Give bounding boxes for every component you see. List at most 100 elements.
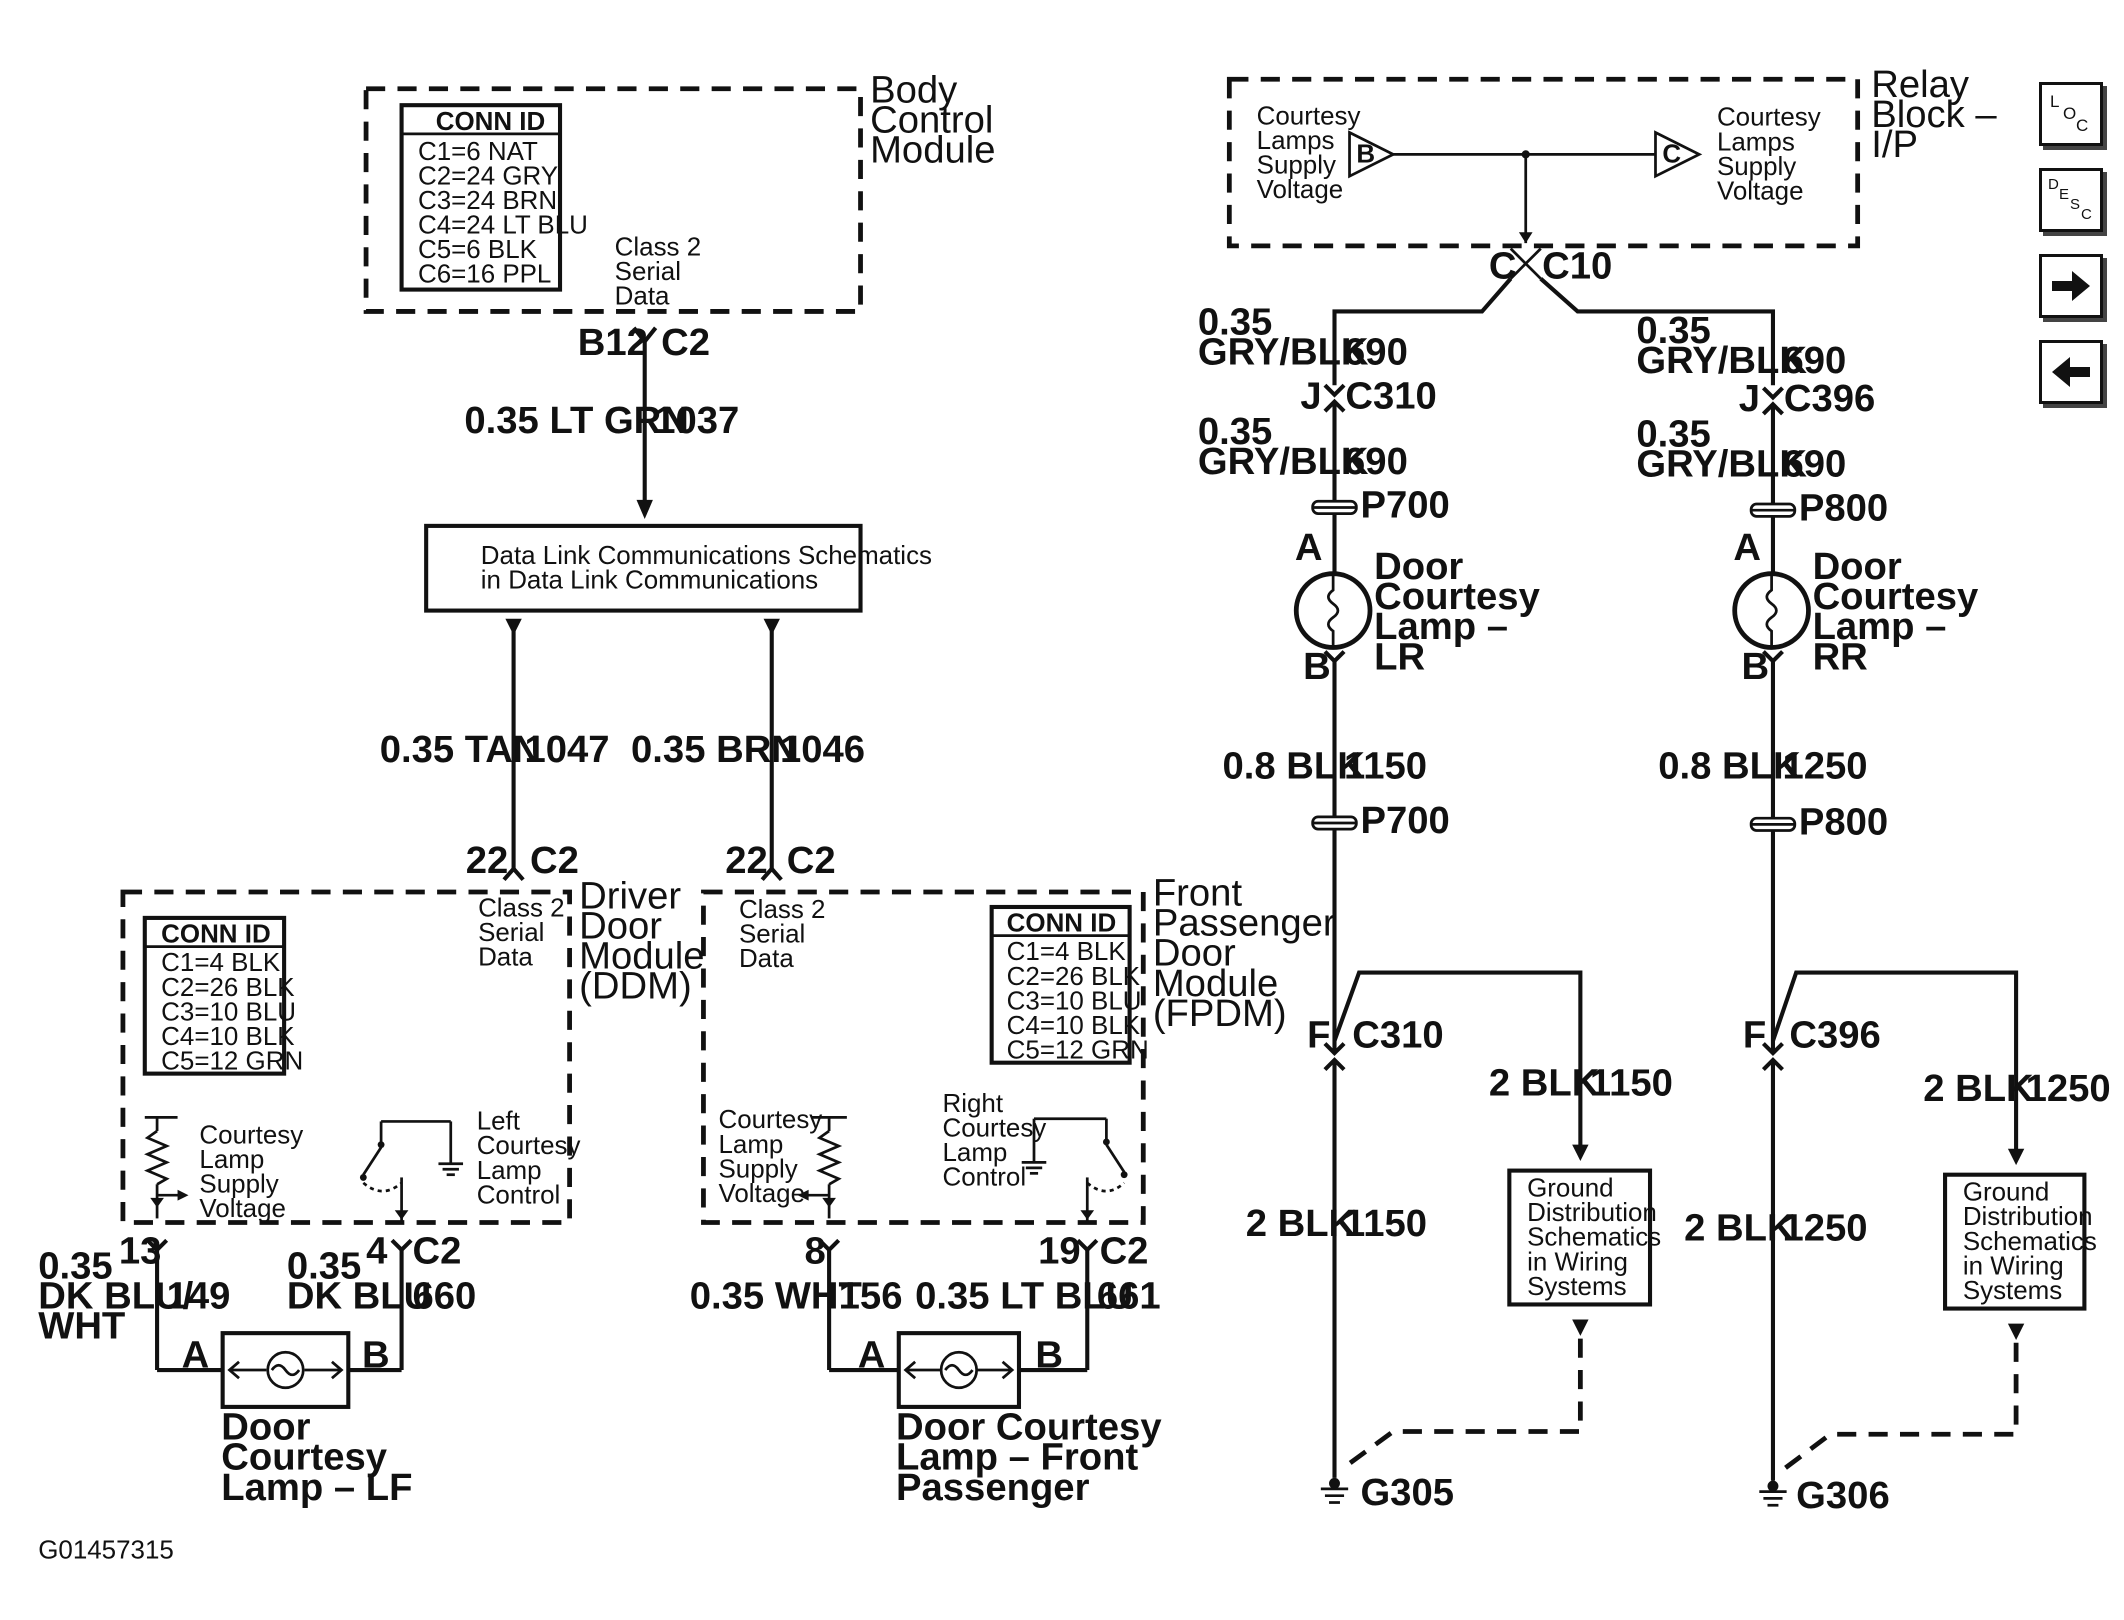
rr-f-conn: C396 xyxy=(1789,1014,1880,1057)
lr-gd-text: Schematics xyxy=(1527,1224,1661,1252)
fpdm-control-label: Courtesy xyxy=(942,1114,1046,1142)
fpdm-supply-label: Voltage xyxy=(718,1180,805,1208)
desc-letter: D xyxy=(2048,176,2059,193)
lf-lamp-name: Courtesy xyxy=(221,1436,387,1479)
rr-w2-gauge: 0.35 xyxy=(1636,413,1710,456)
ddm-supply-label: Courtesy xyxy=(199,1121,303,1149)
fpdm-conn-id: C1=4 BLK xyxy=(1007,938,1127,966)
lr-w1-gauge: GRY/BLK xyxy=(1198,331,1369,374)
ddm-supply-resistor-icon xyxy=(144,1115,189,1219)
bcm-serial-label: Data xyxy=(615,283,670,311)
bcm-conn-id: C1=6 NAT xyxy=(418,138,538,166)
fp-lamp-pin-a: A xyxy=(858,1333,886,1376)
wire-149-circuit: 149 xyxy=(167,1275,231,1318)
data-link-box: Data Link Communications Schematics in D… xyxy=(424,523,932,613)
relay-left-label: Courtesy xyxy=(1257,102,1361,130)
wire-661-circuit: 661 xyxy=(1097,1275,1161,1318)
rr-w4-gauge: 2 BLK xyxy=(1684,1206,1795,1249)
lr-lamp-icon xyxy=(1293,571,1373,650)
rr-lamp-icon xyxy=(1732,571,1811,650)
rr-gd-text: Systems xyxy=(1963,1277,2062,1305)
relay-right-label: Voltage xyxy=(1717,177,1804,205)
lr-w1-circuit: 690 xyxy=(1344,331,1408,374)
rr-w2-gauge: GRY/BLK xyxy=(1636,443,1807,486)
body-control-module: Body Control Module CONN ID C1=6 NAT C2=… xyxy=(363,68,995,314)
wire-660-gauge: 0.35 xyxy=(287,1245,361,1288)
bcm-serial-label: Class 2 xyxy=(615,233,702,261)
wire-660-circuit: 660 xyxy=(413,1275,477,1318)
ddm-serial-label: Class 2 xyxy=(478,895,565,923)
loc-letter: L xyxy=(2050,92,2059,111)
fpdm-name: Front xyxy=(1153,872,1243,915)
ddm-name: Door xyxy=(579,904,662,947)
lr-w4-circuit: 1150 xyxy=(1344,1202,1427,1245)
lr-w2-gauge: GRY/BLK xyxy=(1198,440,1369,483)
rr-branch-gauge: 2 BLK xyxy=(1923,1067,2034,1110)
lr-w3-gauge: 0.8 BLK xyxy=(1222,745,1365,788)
rr-c-pin: J xyxy=(1739,377,1760,420)
wire-149-gauge: 0.35 xyxy=(38,1245,112,1288)
fpdm-serial-conn: C2 xyxy=(787,839,836,882)
fpdm-name: Passenger xyxy=(1153,902,1336,945)
wire-1047-circuit: 1047 xyxy=(525,728,610,771)
wire-156-gauge: 0.35 WHT xyxy=(690,1275,862,1318)
fpdm-serial-label: Data xyxy=(739,945,794,973)
fpdm-name: Module xyxy=(1153,962,1278,1005)
rr-splice-p800-icon xyxy=(1749,502,1797,518)
relay-left-label: Lamps xyxy=(1257,127,1335,155)
lf-lamp-circuit: 13 4 C2 0.35 DK BLU/ WHT 149 0.35 DK BLU… xyxy=(38,1229,476,1508)
ddm-control-label: Courtesy xyxy=(477,1132,581,1160)
rr-w3-gauge: 0.8 BLK xyxy=(1658,745,1801,788)
wire-156-circuit: 156 xyxy=(839,1275,903,1318)
rr-w4-circuit: 1250 xyxy=(1783,1206,1868,1249)
ddm-serial-pin: 22 xyxy=(466,839,509,882)
ddm-conn: C2 xyxy=(413,1229,462,1272)
ddm-supply-label: Supply xyxy=(199,1170,278,1198)
ddm-serial-label: Serial xyxy=(478,919,544,947)
bcm-conn-id: C6=16 PPL xyxy=(418,261,551,289)
loc-button[interactable]: L O C xyxy=(2039,82,2103,146)
fp-lamp-circuit: 8 19 C2 0.35 WHT 156 0.35 LT BLU 661 A B… xyxy=(690,1229,1163,1508)
fpdm-conn-id-title: CONN ID xyxy=(1007,910,1117,938)
ddm-serial-label: Data xyxy=(478,944,533,972)
rr-w1-gauge: 0.35 xyxy=(1636,309,1710,352)
ddm-conn-id-title: CONN ID xyxy=(161,920,271,948)
bcm-name-1: Body xyxy=(870,68,958,111)
next-button[interactable] xyxy=(2039,254,2103,318)
ddm-supply-label: Lamp xyxy=(199,1146,264,1174)
front-passenger-door-module: Front Passenger Door Module (FPDM) Class… xyxy=(701,872,1336,1225)
wire-1046-circuit: 1046 xyxy=(780,728,865,771)
relay-right-label: Courtesy xyxy=(1717,104,1821,132)
lr-branch-circuit: 1150 xyxy=(1590,1061,1673,1104)
right-arrow-icon xyxy=(2052,271,2090,301)
ddm-conn-id: C1=4 BLK xyxy=(161,949,281,977)
lr-lamp-name: Courtesy xyxy=(1374,575,1540,618)
lr-lamp-name: LR xyxy=(1374,635,1425,678)
wire-1037-gauge: 0.35 LT GRN xyxy=(464,399,688,442)
ground-icon xyxy=(1320,1477,1349,1504)
back-button[interactable] xyxy=(2039,340,2103,404)
ddm-pin-right: 4 xyxy=(366,1229,388,1272)
driver-door-module: Driver Door Module (DDM) Class 2 Serial … xyxy=(120,874,705,1225)
fpdm-supply-resistor-icon xyxy=(797,1115,847,1219)
fp-lamp-name: Lamp – Front xyxy=(896,1436,1138,1479)
ddm-pin-left: 13 xyxy=(119,1229,162,1272)
ddm-name: (DDM) xyxy=(579,964,692,1007)
ddm-control-label: Left xyxy=(477,1108,521,1136)
fpdm-conn-id: C4=10 BLK xyxy=(1007,1012,1141,1040)
lr-c-pin: J xyxy=(1300,374,1321,417)
relay-c10-split: C C10 xyxy=(1332,245,1776,386)
ddm-name: Module xyxy=(579,934,704,977)
desc-button[interactable]: D E S C xyxy=(2039,168,2103,232)
rr-p2: P800 xyxy=(1799,801,1888,844)
fp-lamp-icon xyxy=(896,1331,1022,1409)
fpdm-name: Door xyxy=(1153,932,1236,975)
rr-gd-text: Schematics xyxy=(1963,1228,2097,1256)
loc-letter: O xyxy=(2063,104,2076,123)
fp-lamp-name: Door Courtesy xyxy=(896,1406,1162,1449)
relay-left-label: Voltage xyxy=(1257,176,1344,204)
ddm-conn-id: C3=10 BLU xyxy=(161,998,296,1026)
relay-out-pin: C xyxy=(1489,245,1517,288)
relay-left-label: Supply xyxy=(1257,151,1336,179)
